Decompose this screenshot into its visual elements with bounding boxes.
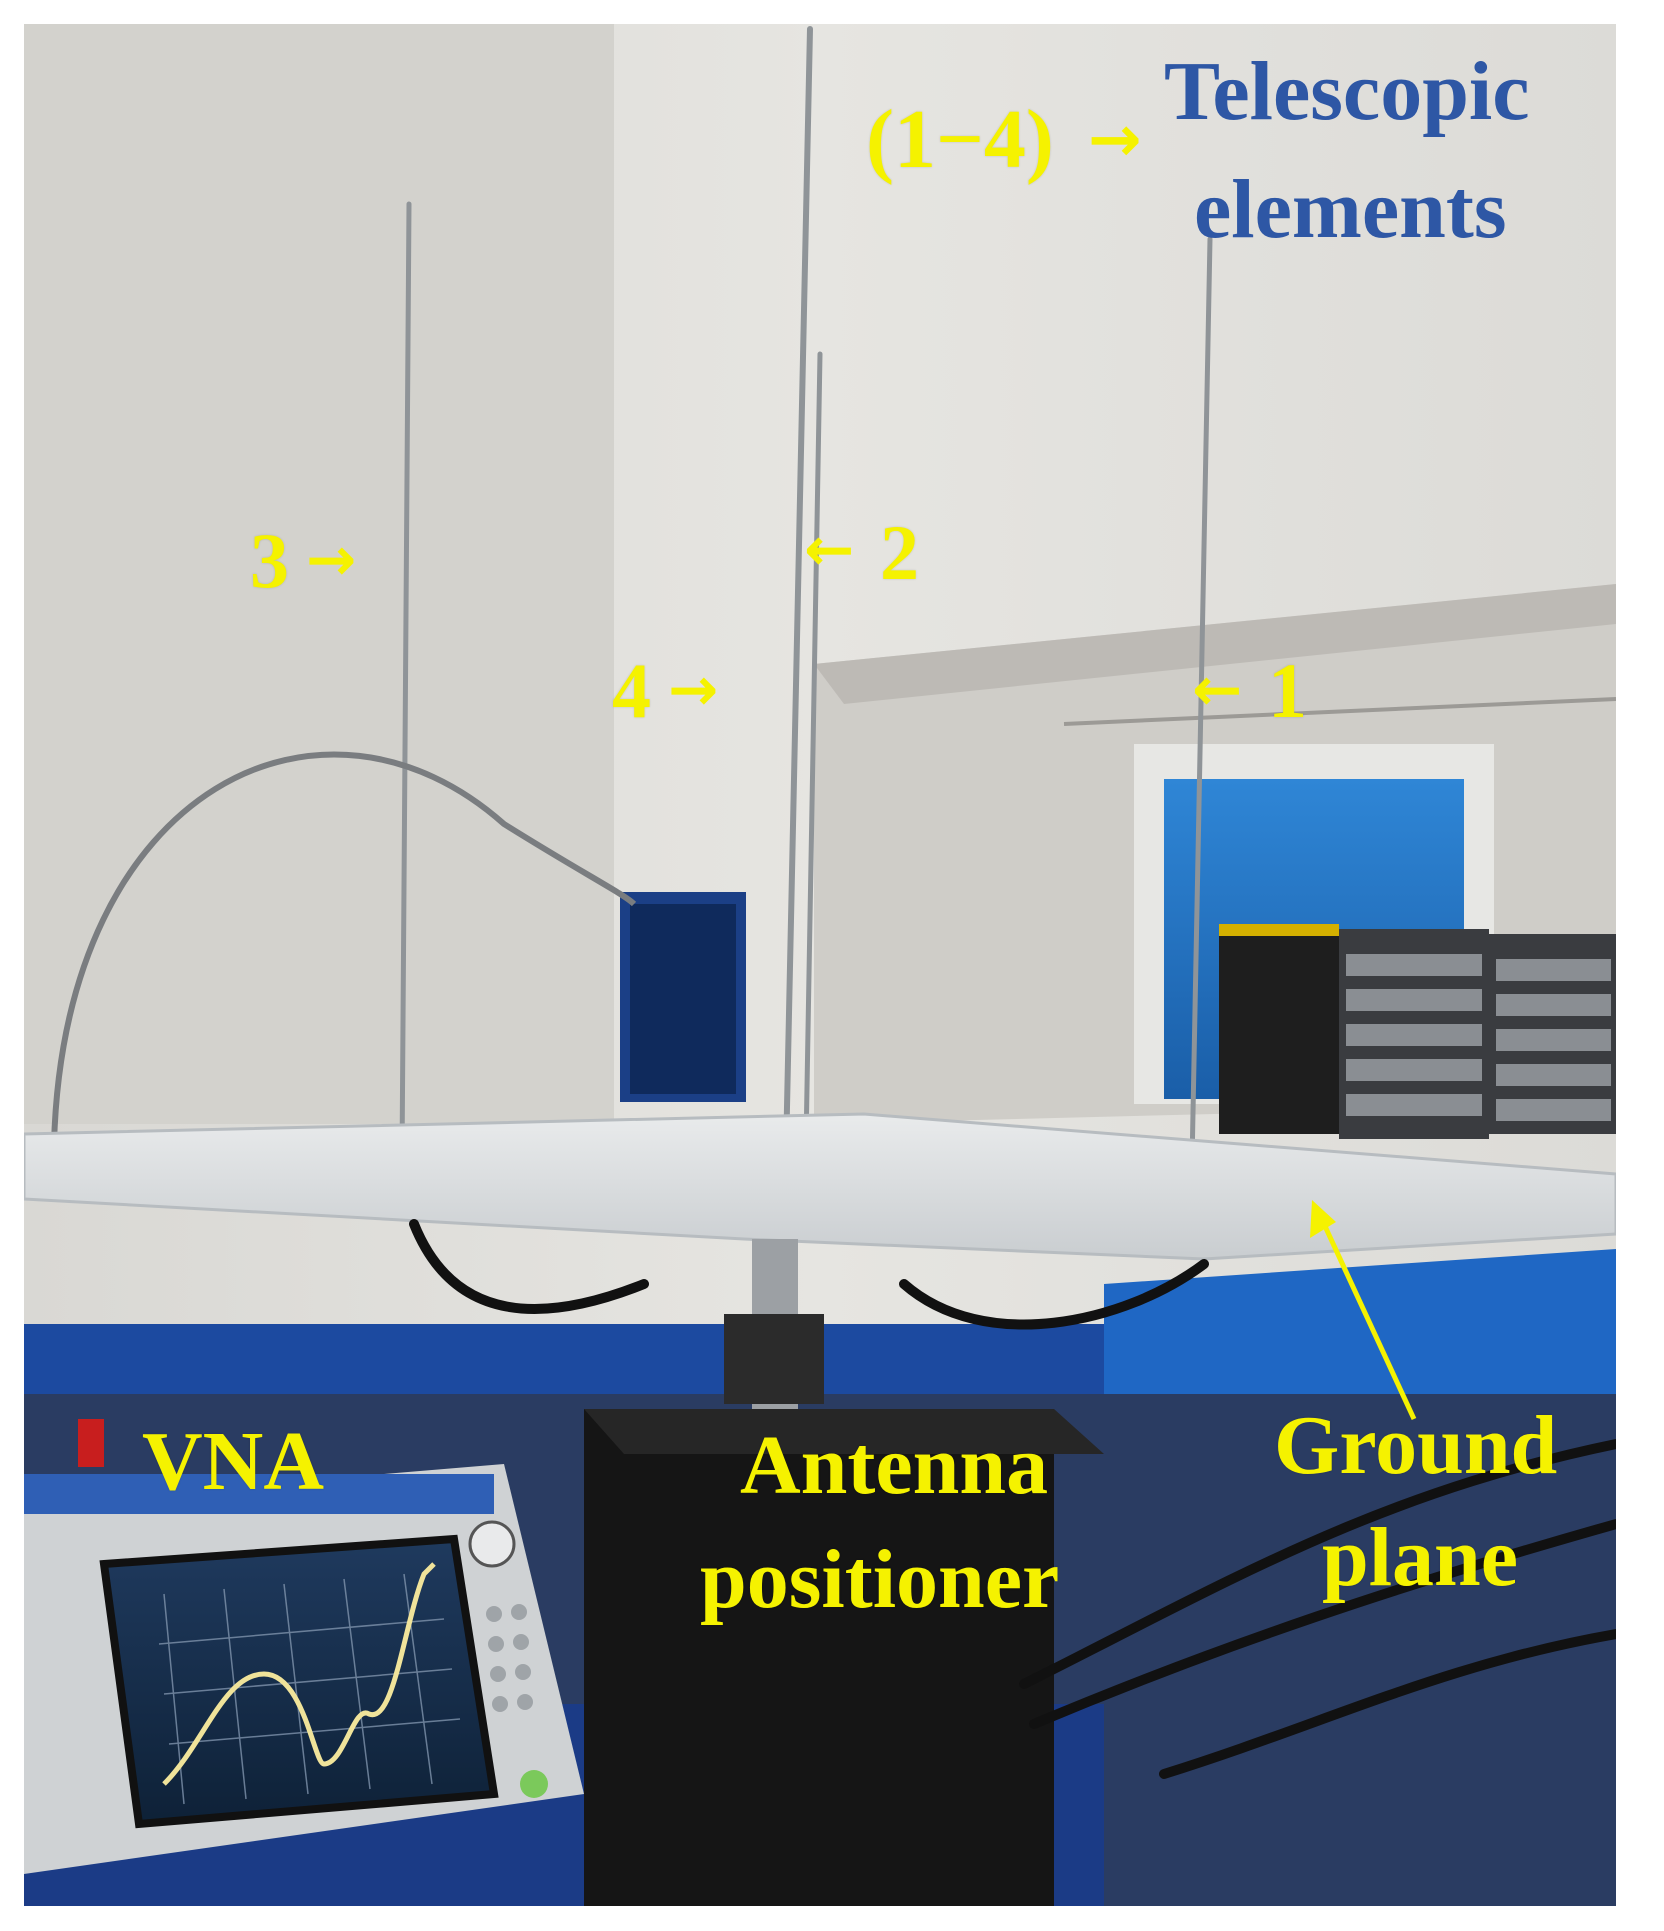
vna-label: VNA	[142, 1415, 324, 1508]
telescopic-title-line2: elements	[1194, 163, 1507, 256]
positioner-top	[584, 1409, 1104, 1454]
element-3	[399, 201, 412, 1162]
vna-trace	[162, 1562, 436, 1786]
coax-cable-arc	[51, 751, 637, 1145]
element-range-label: (1−4)	[866, 93, 1054, 186]
vna-instrument	[24, 1464, 584, 1874]
ground-plane-disc	[24, 1112, 1616, 1261]
element-3-label: 3	[250, 517, 289, 604]
drawer-rows	[1346, 954, 1611, 1121]
ground-plane-line1: Ground	[1274, 1399, 1558, 1492]
positioner-head	[724, 1314, 824, 1404]
vna-screen	[99, 1534, 499, 1829]
left-arrow-icon: ←	[804, 515, 855, 585]
right-arrow-icon: →	[668, 655, 719, 725]
drawer-top-yellow	[1219, 924, 1339, 936]
photo-frame: (1−4) → Telescopic elements 3 → ← 2 4 → …	[24, 24, 1616, 1906]
left-wall	[24, 24, 614, 1124]
drawer-cabinet-left	[1219, 924, 1339, 1134]
black-cables	[409, 1219, 1616, 1779]
lab-photo	[24, 24, 1616, 1906]
element-2	[803, 351, 823, 1147]
blue-counter-right	[1104, 1249, 1616, 1414]
telescopic-title-line1: Telescopic	[1164, 45, 1530, 138]
right-arrow-icon: →	[306, 525, 357, 595]
window-rail	[1063, 697, 1616, 726]
vna-grid	[158, 1573, 461, 1805]
vna-keypad	[486, 1604, 533, 1712]
antenna-positioner-line1: Antenna	[740, 1419, 1049, 1512]
element-2-label: 2	[880, 509, 919, 596]
right-arrow-icon: →	[1088, 103, 1142, 177]
positioner-base	[584, 1409, 1054, 1906]
ground-plane-pointer-line	[1321, 1222, 1417, 1421]
element-4-label: 4	[612, 647, 651, 734]
element-tallest	[783, 26, 813, 1157]
vna-knob	[468, 1520, 516, 1568]
element-1-label: 1	[1268, 647, 1307, 734]
wall-blue-box-inner	[630, 904, 736, 1094]
antenna-positioner-line2: positioner	[700, 1533, 1060, 1626]
element-1	[1189, 236, 1213, 1167]
ceiling-soffit	[814, 584, 1616, 704]
ground-plane-pointer-head	[1310, 1200, 1336, 1238]
telescopic-elements	[399, 26, 1213, 1167]
vna-power-button	[520, 1770, 548, 1798]
red-connector	[78, 1419, 104, 1467]
left-arrow-icon: ←	[1192, 655, 1243, 725]
ground-plane-line2: plane	[1322, 1511, 1519, 1604]
